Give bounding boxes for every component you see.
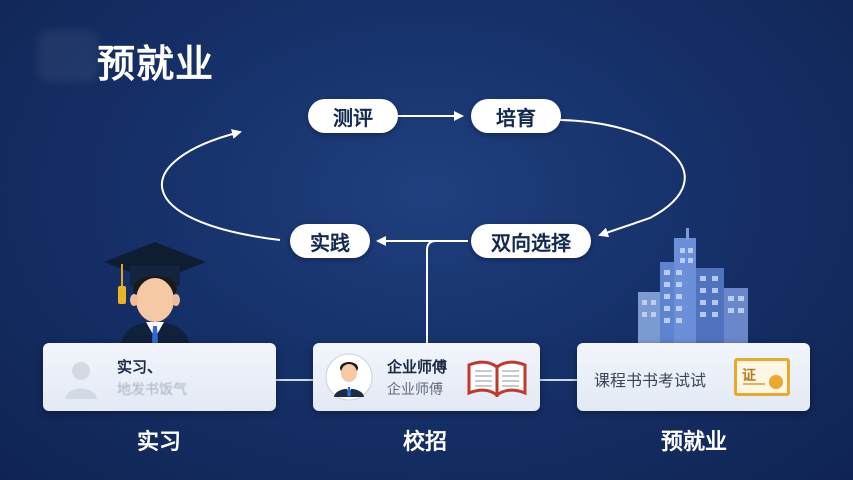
campus-sub-text: 企业师傅 bbox=[387, 382, 443, 398]
label-campus-recruitment: 校招 bbox=[403, 430, 448, 455]
card-internship: 实习、 地发书饭气 bbox=[43, 343, 276, 411]
page-title: 预就业 bbox=[97, 42, 215, 86]
card-pre-employment: 课程书书考试试 证 bbox=[577, 343, 810, 411]
graduate-cap-icon bbox=[104, 242, 206, 348]
mentor-avatar-icon bbox=[325, 353, 373, 401]
node-mutual-selection: 双向选择 bbox=[471, 224, 591, 258]
arrow-practice-to-assessment bbox=[160, 129, 281, 241]
node-training: 培育 bbox=[471, 99, 561, 133]
internship-sub-text: 地发书饭气 bbox=[117, 382, 187, 398]
certificate-seal-icon bbox=[769, 375, 783, 389]
city-buildings-icon bbox=[638, 228, 748, 346]
card-campus-recruitment: 企业师傅 企业师傅 bbox=[313, 343, 540, 411]
certificate-label: 证 bbox=[742, 368, 756, 384]
label-internship: 实习 bbox=[137, 430, 182, 455]
node-practice: 实践 bbox=[290, 224, 370, 258]
campus-main-text: 企业师傅 bbox=[387, 358, 448, 376]
arrow-training-to-selection bbox=[559, 119, 686, 238]
pre-employment-text: 课程书书考试试 bbox=[594, 371, 707, 390]
title-decoration bbox=[38, 30, 98, 82]
person-placeholder-icon bbox=[65, 362, 97, 399]
certificate-line bbox=[743, 383, 765, 385]
certificate-icon: 证 bbox=[734, 358, 790, 396]
internship-main-text: 实习、 bbox=[117, 358, 163, 376]
open-book-icon bbox=[467, 360, 527, 397]
connector-campus-to-cycle bbox=[426, 240, 437, 343]
label-pre-employment: 预就业 bbox=[661, 430, 728, 455]
node-assessment: 测评 bbox=[308, 99, 398, 133]
